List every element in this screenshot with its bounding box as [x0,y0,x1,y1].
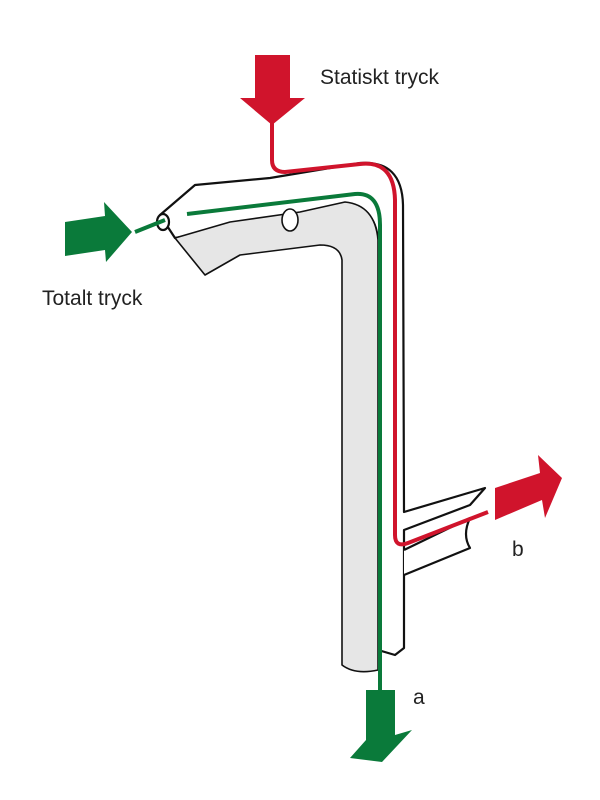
outlet-b-label: b [512,538,524,561]
outlet-a-arrow-icon [350,690,412,762]
total-pressure-line [186,191,382,690]
total-pressure-label: Totalt tryck [42,287,143,310]
static-pressure-label: Statiskt tryck [320,66,440,89]
static-pressure-line [270,120,489,547]
total-pressure-arrow-icon [65,202,132,262]
outlet-b-arrow-icon [495,455,562,520]
outlet-a-label: a [413,686,425,709]
pitot-tube [155,161,487,673]
static-pressure-arrow-icon [240,55,305,125]
